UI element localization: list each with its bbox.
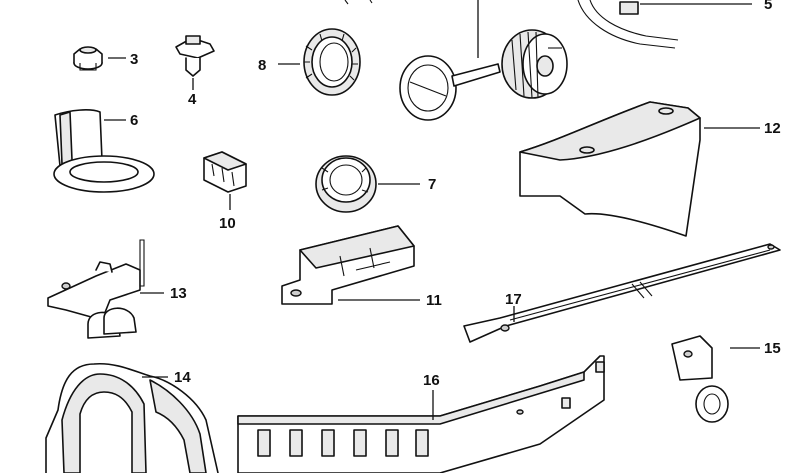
part-housing-12 [519, 101, 701, 237]
callout-16: 16 [423, 372, 440, 389]
part-ring-nut-8 [303, 28, 361, 96]
callout-12: 12 [764, 120, 781, 137]
part-rotary-knob [399, 29, 568, 121]
callout-13: 13 [170, 285, 187, 302]
callout-3: 3 [130, 51, 138, 68]
callout-10: 10 [219, 215, 236, 232]
callout-15: 15 [764, 340, 781, 357]
callout-8: 8 [258, 57, 266, 74]
callout-11: 11 [426, 292, 442, 309]
part-frame-16 [237, 355, 605, 473]
part-top-cable-clip [577, 0, 679, 49]
callout-14: 14 [174, 369, 191, 386]
part-clamp-15 [671, 335, 729, 423]
part-bracket-11 [281, 225, 415, 305]
callout-17: 17 [505, 291, 522, 308]
part-threaded-ring-7 [315, 155, 377, 213]
callout-5: 5 [764, 0, 772, 13]
callout-6: 6 [130, 112, 138, 129]
callout-4: 4 [188, 91, 197, 108]
part-nut-3 [73, 46, 103, 71]
part-bracket-13 [47, 239, 145, 339]
part-large-bracket-14 [45, 362, 219, 473]
callout-7: 7 [428, 176, 436, 193]
part-push-clip-4 [175, 35, 215, 77]
part-boot-collar-6 [53, 109, 155, 193]
part-rail-17 [463, 243, 781, 343]
part-top-fragment [344, 0, 373, 5]
part-connector-10 [203, 151, 247, 193]
